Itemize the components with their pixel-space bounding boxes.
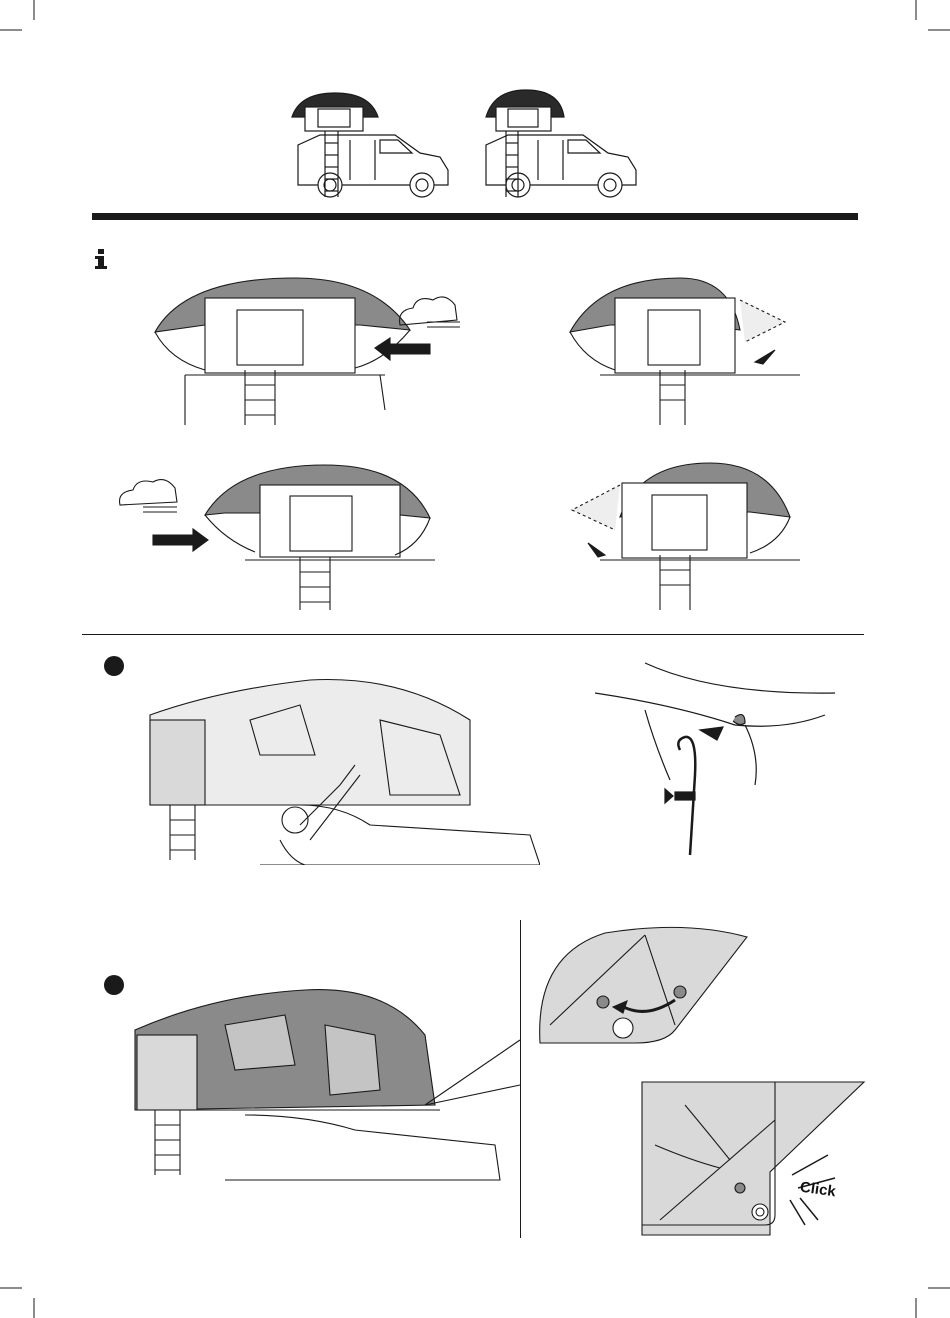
section-divider-thin bbox=[82, 634, 864, 635]
step-1-marker bbox=[104, 656, 124, 676]
vehicle-tent-illustration-left bbox=[280, 85, 660, 205]
wind-panel-rear-wind-from-left bbox=[105, 460, 465, 615]
step-1-hook-detail bbox=[595, 655, 835, 860]
info-icon bbox=[94, 249, 108, 271]
wind-panel-side-flap-down bbox=[560, 270, 820, 430]
section-divider-thick bbox=[92, 213, 858, 220]
wind-panel-front-wind-from-right bbox=[145, 270, 475, 430]
step-2-strap-detail bbox=[535, 925, 750, 1055]
wind-panel-front-flap-down bbox=[560, 455, 820, 615]
step-2-marker bbox=[104, 975, 124, 995]
vertical-divider bbox=[520, 920, 521, 1238]
step-2-tent-illustration bbox=[125, 985, 525, 1185]
step-1-tent-illustration bbox=[140, 675, 540, 865]
step-2-click-detail bbox=[640, 1080, 866, 1240]
